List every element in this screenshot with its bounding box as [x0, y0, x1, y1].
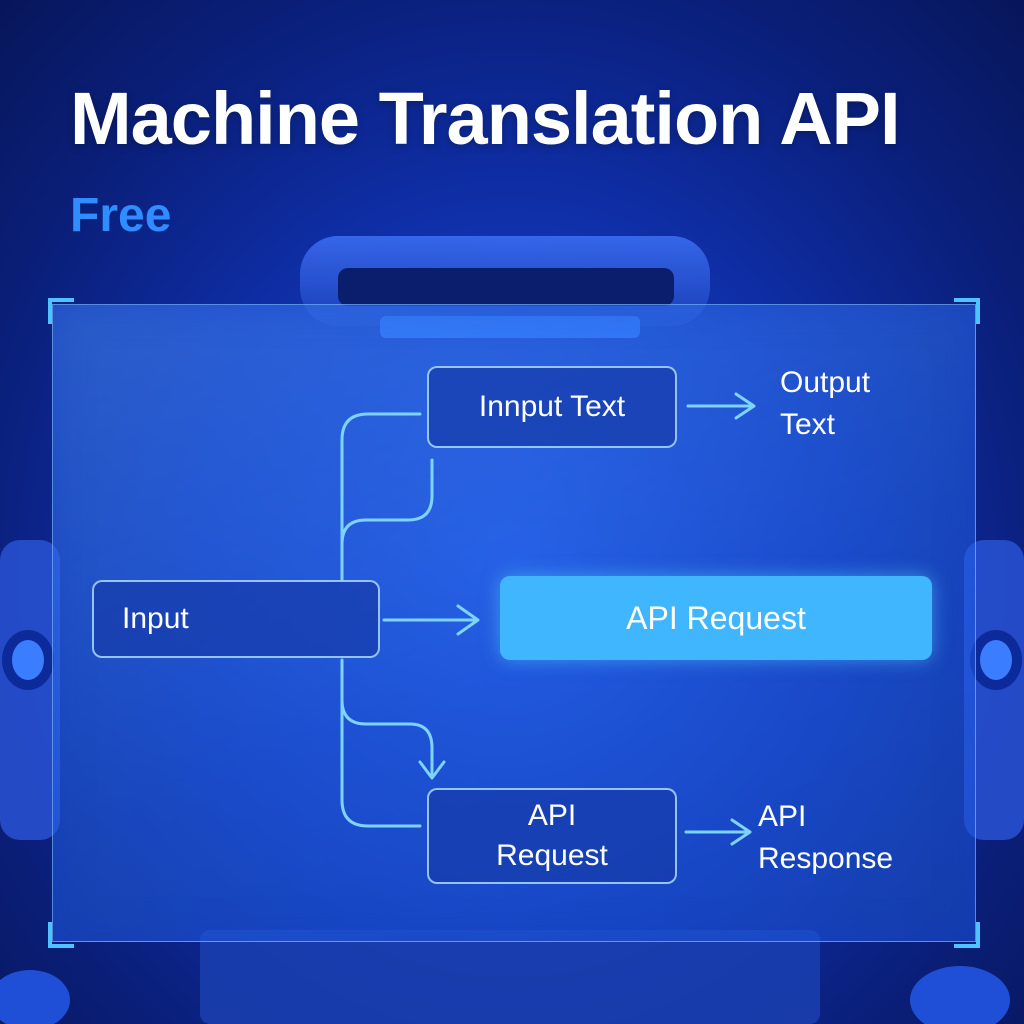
label-output-text-content: Output Text: [780, 366, 871, 441]
panel-corner-top-left: [48, 298, 74, 324]
label-api-response-content: API Response: [758, 800, 894, 875]
label-api-response: API Response: [758, 796, 928, 880]
panel-corner-bottom-right: [954, 922, 980, 948]
panel-corner-bottom-left: [48, 922, 74, 948]
node-input-text: Innput Text: [427, 366, 677, 448]
label-output-text: Output Text: [780, 362, 910, 446]
node-api-request-lower: API Request: [427, 788, 677, 884]
node-api-request-main: API Request: [500, 576, 932, 660]
subtitle-free: Free: [70, 189, 172, 242]
page-title: Machine Translation API: [70, 77, 901, 160]
panel-corner-top-right: [954, 298, 980, 324]
node-api-request-lower-text: API Request: [496, 799, 608, 872]
node-input: Input: [92, 580, 380, 658]
